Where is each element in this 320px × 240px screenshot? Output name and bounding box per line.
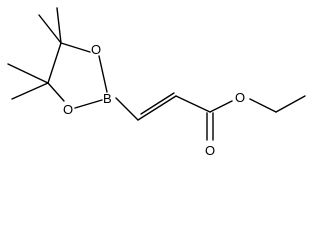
bond-b-ca (115, 97, 139, 121)
bond-methyl-1 (56, 7, 62, 44)
bond-ester-o-ch2 (249, 98, 277, 113)
bond-methyl-2 (38, 14, 62, 44)
bond-o-top-b (98, 55, 108, 93)
ring-oxygen-top-label: O (91, 42, 101, 57)
bond-b-o-bottom (74, 99, 103, 109)
ester-oxygen-label: O (235, 90, 245, 105)
boron-label: B (103, 91, 112, 106)
structure-diagram: O B O O O (7, 7, 306, 158)
bond-o-bottom-c5 (47, 82, 65, 102)
bond-carbonyl-ester-o (209, 100, 233, 113)
bond-cb-carbonyl (175, 95, 211, 113)
bond-methyl-4 (11, 82, 49, 100)
bond-ca-cb-double (140, 92, 175, 115)
carbonyl-oxygen-label: O (205, 143, 215, 158)
bond-c4-o-top (60, 42, 91, 53)
bond-ch2-ch3 (275, 95, 306, 113)
bond-ca-cb (137, 95, 177, 121)
ring-oxygen-bottom-label: O (63, 102, 73, 117)
bond-c4-c5 (47, 42, 62, 84)
bond-methyl-3 (7, 63, 49, 84)
